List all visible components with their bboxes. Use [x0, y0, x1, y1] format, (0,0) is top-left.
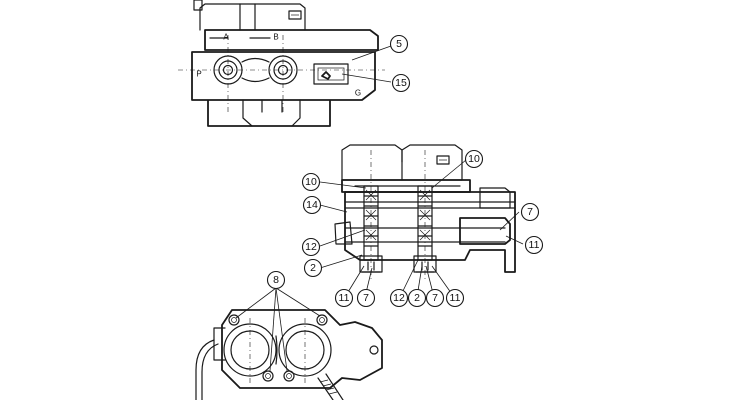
- callout-15: 15: [391, 73, 411, 93]
- top-upper-flange: [204, 29, 379, 51]
- top-solenoid-housing: [199, 3, 306, 31]
- callout-8: 8: [266, 270, 286, 290]
- callout-5: 5: [389, 34, 409, 54]
- right-plug: [459, 217, 511, 245]
- right-coil: [278, 323, 332, 377]
- left-solenoid-housing: [341, 144, 403, 181]
- top-valve-view: A B P G: [178, 0, 392, 127]
- mid-main-body: [344, 191, 516, 273]
- svg-text:10: 10: [305, 176, 317, 188]
- svg-text:7: 7: [363, 292, 369, 304]
- port-label-a: A: [223, 33, 229, 42]
- svg-text:7: 7: [432, 292, 438, 304]
- svg-text:11: 11: [529, 239, 540, 251]
- callout-7-right: 7: [520, 202, 540, 222]
- right-port-fitting: [479, 187, 511, 209]
- top-lower-body: [207, 100, 331, 127]
- port-label-p: P: [196, 70, 201, 79]
- callout-7-bottom-right: 7: [425, 288, 445, 308]
- right-solenoid-housing: [401, 144, 463, 181]
- top-connector-icon: [288, 10, 302, 20]
- port-label-b: B: [273, 33, 278, 42]
- bottom-left-tab: [213, 327, 226, 361]
- callout-11-bottom-left: 11: [334, 288, 354, 308]
- middle-section-view: [319, 144, 524, 298]
- svg-text:2: 2: [414, 292, 420, 304]
- callout-2-left: 2: [303, 258, 323, 278]
- bottom-valve-body: [221, 309, 383, 389]
- mid-connector-icon: [436, 155, 450, 165]
- svg-text:14: 14: [306, 199, 318, 211]
- callout-14: 14: [302, 195, 322, 215]
- callout-2-bottom-right: 2: [407, 288, 427, 308]
- svg-text:7: 7: [527, 206, 533, 218]
- callout-10-right: 10: [464, 149, 484, 169]
- svg-text:12: 12: [393, 292, 405, 304]
- left-coil: [223, 323, 277, 377]
- svg-text:10: 10: [468, 153, 480, 165]
- svg-text:11: 11: [450, 292, 461, 304]
- svg-text:8: 8: [273, 274, 279, 286]
- bottom-solenoid-view: [195, 287, 383, 400]
- callout-7-bottom-left: 7: [356, 288, 376, 308]
- svg-text:2: 2: [310, 262, 316, 274]
- callout-12-bottom-right: 12: [389, 288, 409, 308]
- svg-text:12: 12: [305, 241, 317, 253]
- callout-11-bottom-right: 11: [445, 288, 465, 308]
- svg-text:15: 15: [395, 77, 407, 89]
- callout-11-right: 11: [524, 235, 544, 255]
- svg-text:5: 5: [396, 38, 402, 50]
- svg-text:11: 11: [339, 292, 350, 304]
- mounting-screws: [228, 314, 379, 382]
- top-main-body: [191, 51, 376, 101]
- left-wire: [195, 339, 215, 400]
- nameplate: [313, 63, 349, 85]
- callout-12-left: 12: [301, 237, 321, 257]
- left-plug: [334, 221, 353, 245]
- port-label-g: G: [355, 89, 361, 98]
- callout-10-left: 10: [301, 172, 321, 192]
